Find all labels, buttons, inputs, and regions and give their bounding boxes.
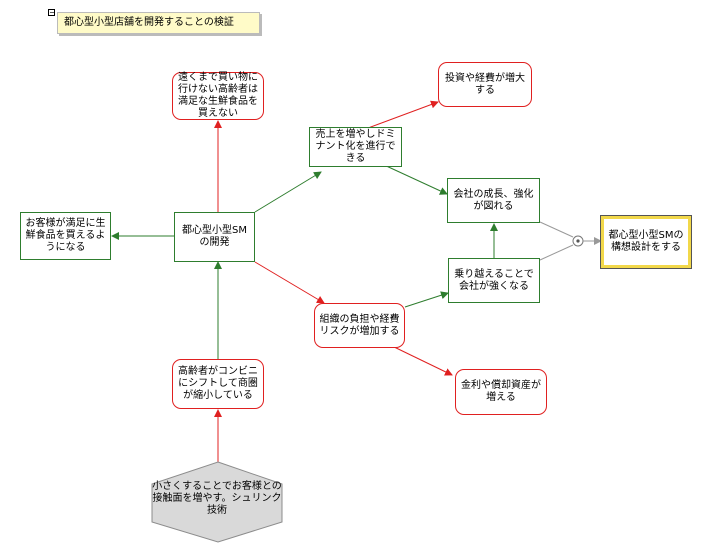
edge-growth-to-junction (539, 221, 574, 238)
junction-dot (576, 239, 580, 243)
collapse-toggle[interactable]: − (48, 8, 56, 17)
node-burden[interactable]: 組織の負担や経費リスクが増加する (314, 303, 405, 348)
diagram-title: 都心型小型店舗を開発することの検証 (57, 12, 260, 34)
edge-central-to-burden (254, 261, 325, 304)
node-sales[interactable]: 売上を増やしドミナント化を進行できる (309, 127, 402, 167)
node-convenience[interactable]: 高齢者がコンビニにシフトして商圏が縮小している (172, 359, 264, 409)
node-central[interactable]: 都心型小型SMの開発 (174, 212, 255, 262)
node-overcome[interactable]: 乗り越えることで会社が強くなる (448, 258, 540, 303)
edge-overcome-to-junction (539, 244, 574, 261)
edge-burden-to-overcome (404, 291, 449, 308)
shrink-hexagon[interactable] (151, 461, 283, 543)
edge-central-to-sales (254, 171, 322, 213)
edge-burden-to-interest (389, 344, 453, 376)
node-interest[interactable]: 金利や償却資産が増える (455, 369, 547, 415)
node-growth[interactable]: 会社の成長、強化が図れる (447, 178, 540, 223)
edge-sales-to-growth (381, 163, 448, 195)
node-shrink-label: 小さくすることでお客様との接触面を増やす。シュリンク技術 (152, 481, 282, 516)
node-goal[interactable]: 都心型小型SMの構想設計をする (600, 215, 692, 269)
node-elderly-far[interactable]: 遠くまで買い物に行けない高齢者は満足な生鮮食品を買えない (172, 72, 264, 120)
edge-sales-to-investment (359, 100, 439, 132)
node-customer[interactable]: お客様が満足に生鮮食品を買えるようになる (20, 212, 111, 260)
node-investment[interactable]: 投資や経費が増大する (438, 62, 532, 107)
